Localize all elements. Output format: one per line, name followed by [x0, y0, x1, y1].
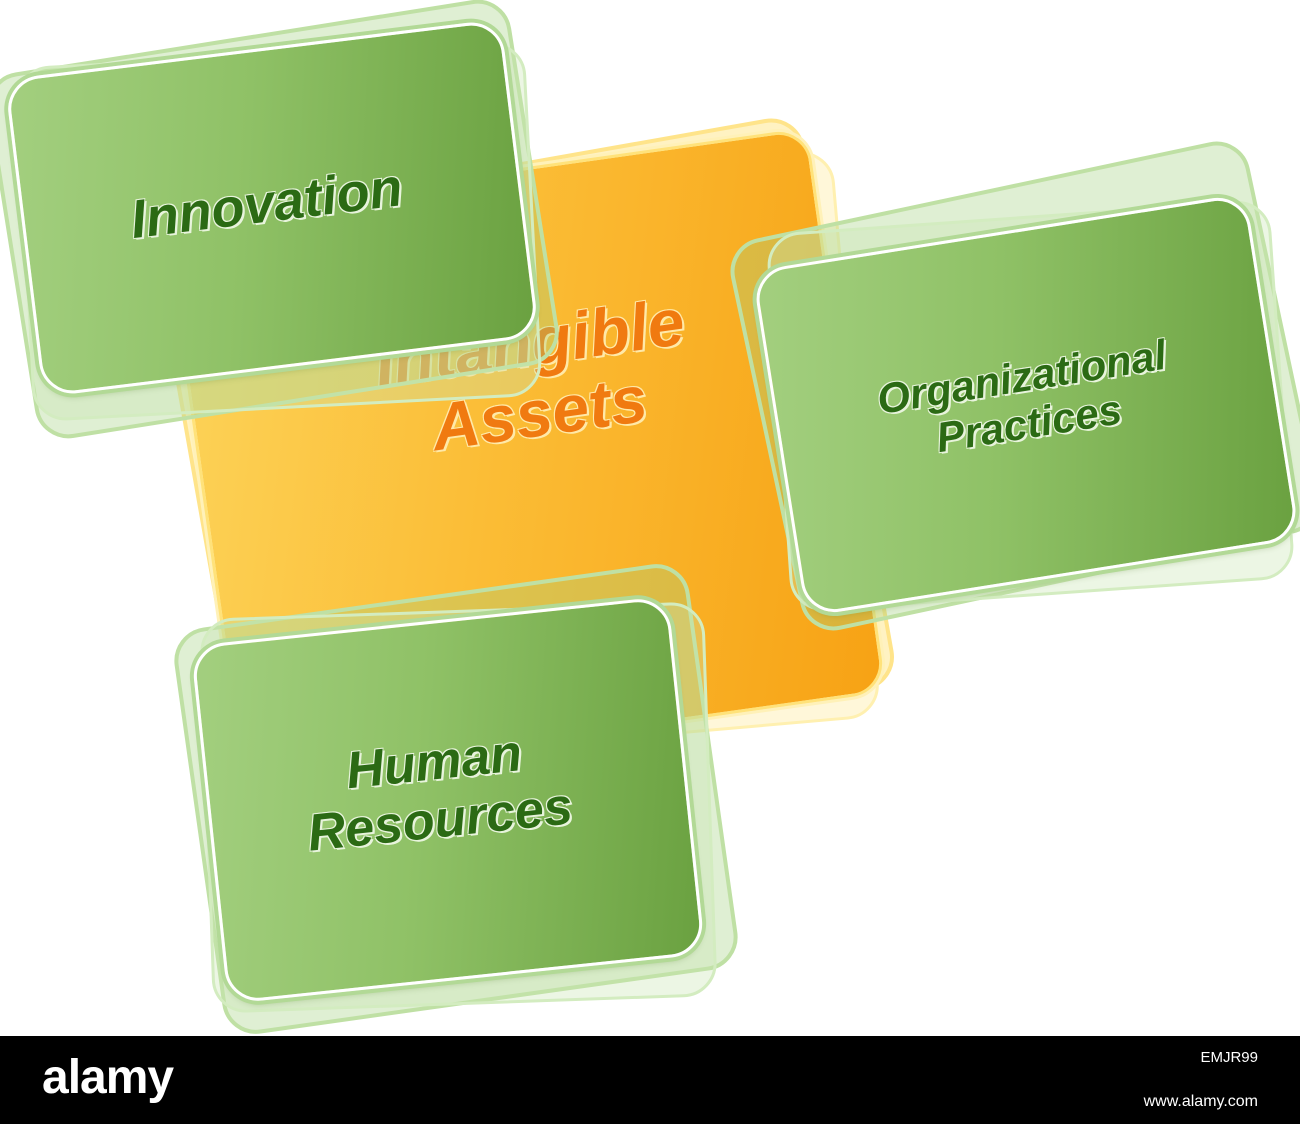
image-code: EMJR99 [1200, 1049, 1258, 1066]
organizational-practices-label: Organizational Practices [874, 331, 1177, 470]
diagram-canvas: Intangible Assets Innovation Organizatio… [0, 0, 1300, 1039]
alamy-logo: alamy [42, 1051, 174, 1104]
watermark-footer: alamy EMJR99 www.alamy.com [0, 1036, 1300, 1124]
human-resources-box: Human Resources [169, 559, 743, 1039]
human-resources-label: Human Resources [299, 719, 576, 863]
image-code-block: EMJR99 www.alamy.com [1144, 1048, 1258, 1112]
innovation-label: Innovation [127, 157, 405, 250]
site-url: www.alamy.com [1143, 1092, 1258, 1110]
innovation-line1: Innovation [127, 157, 406, 250]
organizational-practices-box: Organizational Practices [724, 135, 1300, 637]
innovation-box: Innovation [0, 0, 564, 444]
